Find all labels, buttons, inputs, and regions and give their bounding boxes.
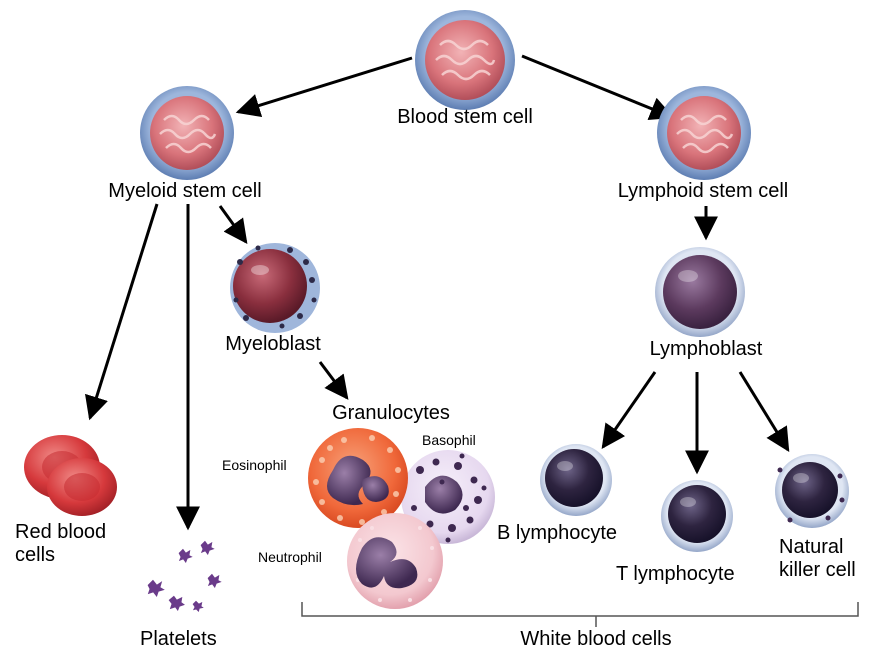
- arrow-myeloid-to-myeloblast: [218, 205, 248, 244]
- granulocytes-illustration: [308, 428, 495, 609]
- lymphoblast-illustration: [655, 247, 745, 337]
- label-myeloid-stem-cell: Myeloid stem cell: [108, 180, 262, 202]
- neutrophil-cell: [347, 513, 443, 609]
- arrow-myeloid-to-rbc: [85, 203, 159, 421]
- myeloblast-illustration: [230, 243, 320, 333]
- arrow-stem-to-lymphoid: [521, 54, 675, 120]
- label-natural-killer-cell: Natural killer cell: [779, 536, 856, 581]
- label-b-lymphocyte: B lymphocyte: [497, 522, 618, 544]
- b-lymphocyte-illustration: [540, 444, 612, 516]
- label-neutrophil: Neutrophil: [258, 549, 322, 565]
- label-lymphoblast: Lymphoblast: [649, 338, 763, 360]
- platelets-illustration: [146, 539, 225, 614]
- label-platelets: Platelets: [140, 628, 217, 650]
- label-lymphoid-stem-cell: Lymphoid stem cell: [617, 180, 789, 202]
- label-t-lymphocyte: T lymphocyte: [616, 563, 735, 585]
- arrows: [85, 54, 790, 531]
- label-eosinophil: Eosinophil: [222, 457, 287, 473]
- blood-stem-cell-illustration: [415, 10, 515, 110]
- arrow-lymphoblast-to-nk: [738, 371, 790, 453]
- t-lymphocyte-illustration: [661, 480, 733, 552]
- lymphoid-stem-cell-illustration: [657, 86, 751, 180]
- label-myeloblast: Myeloblast: [225, 333, 321, 355]
- label-granulocytes: Granulocytes: [332, 402, 450, 424]
- white-blood-cells-bracket: [301, 602, 859, 627]
- basophil-cell: [401, 450, 495, 544]
- natural-killer-cell-illustration: [775, 454, 849, 528]
- myeloid-stem-cell-illustration: [140, 86, 234, 180]
- red-blood-cells-illustration: [24, 435, 117, 516]
- arrow-myeloblast-to-granulocytes: [318, 361, 349, 400]
- label-white-blood-cells: White blood cells: [520, 628, 672, 650]
- label-blood-stem-cell: Blood stem cell: [397, 106, 533, 128]
- label-basophil: Basophil: [422, 432, 476, 448]
- eosinophil-cell: [308, 428, 408, 528]
- arrow-lymphoblast-to-b: [601, 371, 657, 449]
- label-red-blood-cells: Red blood cells: [15, 521, 107, 566]
- arrow-stem-to-myeloid: [235, 56, 413, 118]
